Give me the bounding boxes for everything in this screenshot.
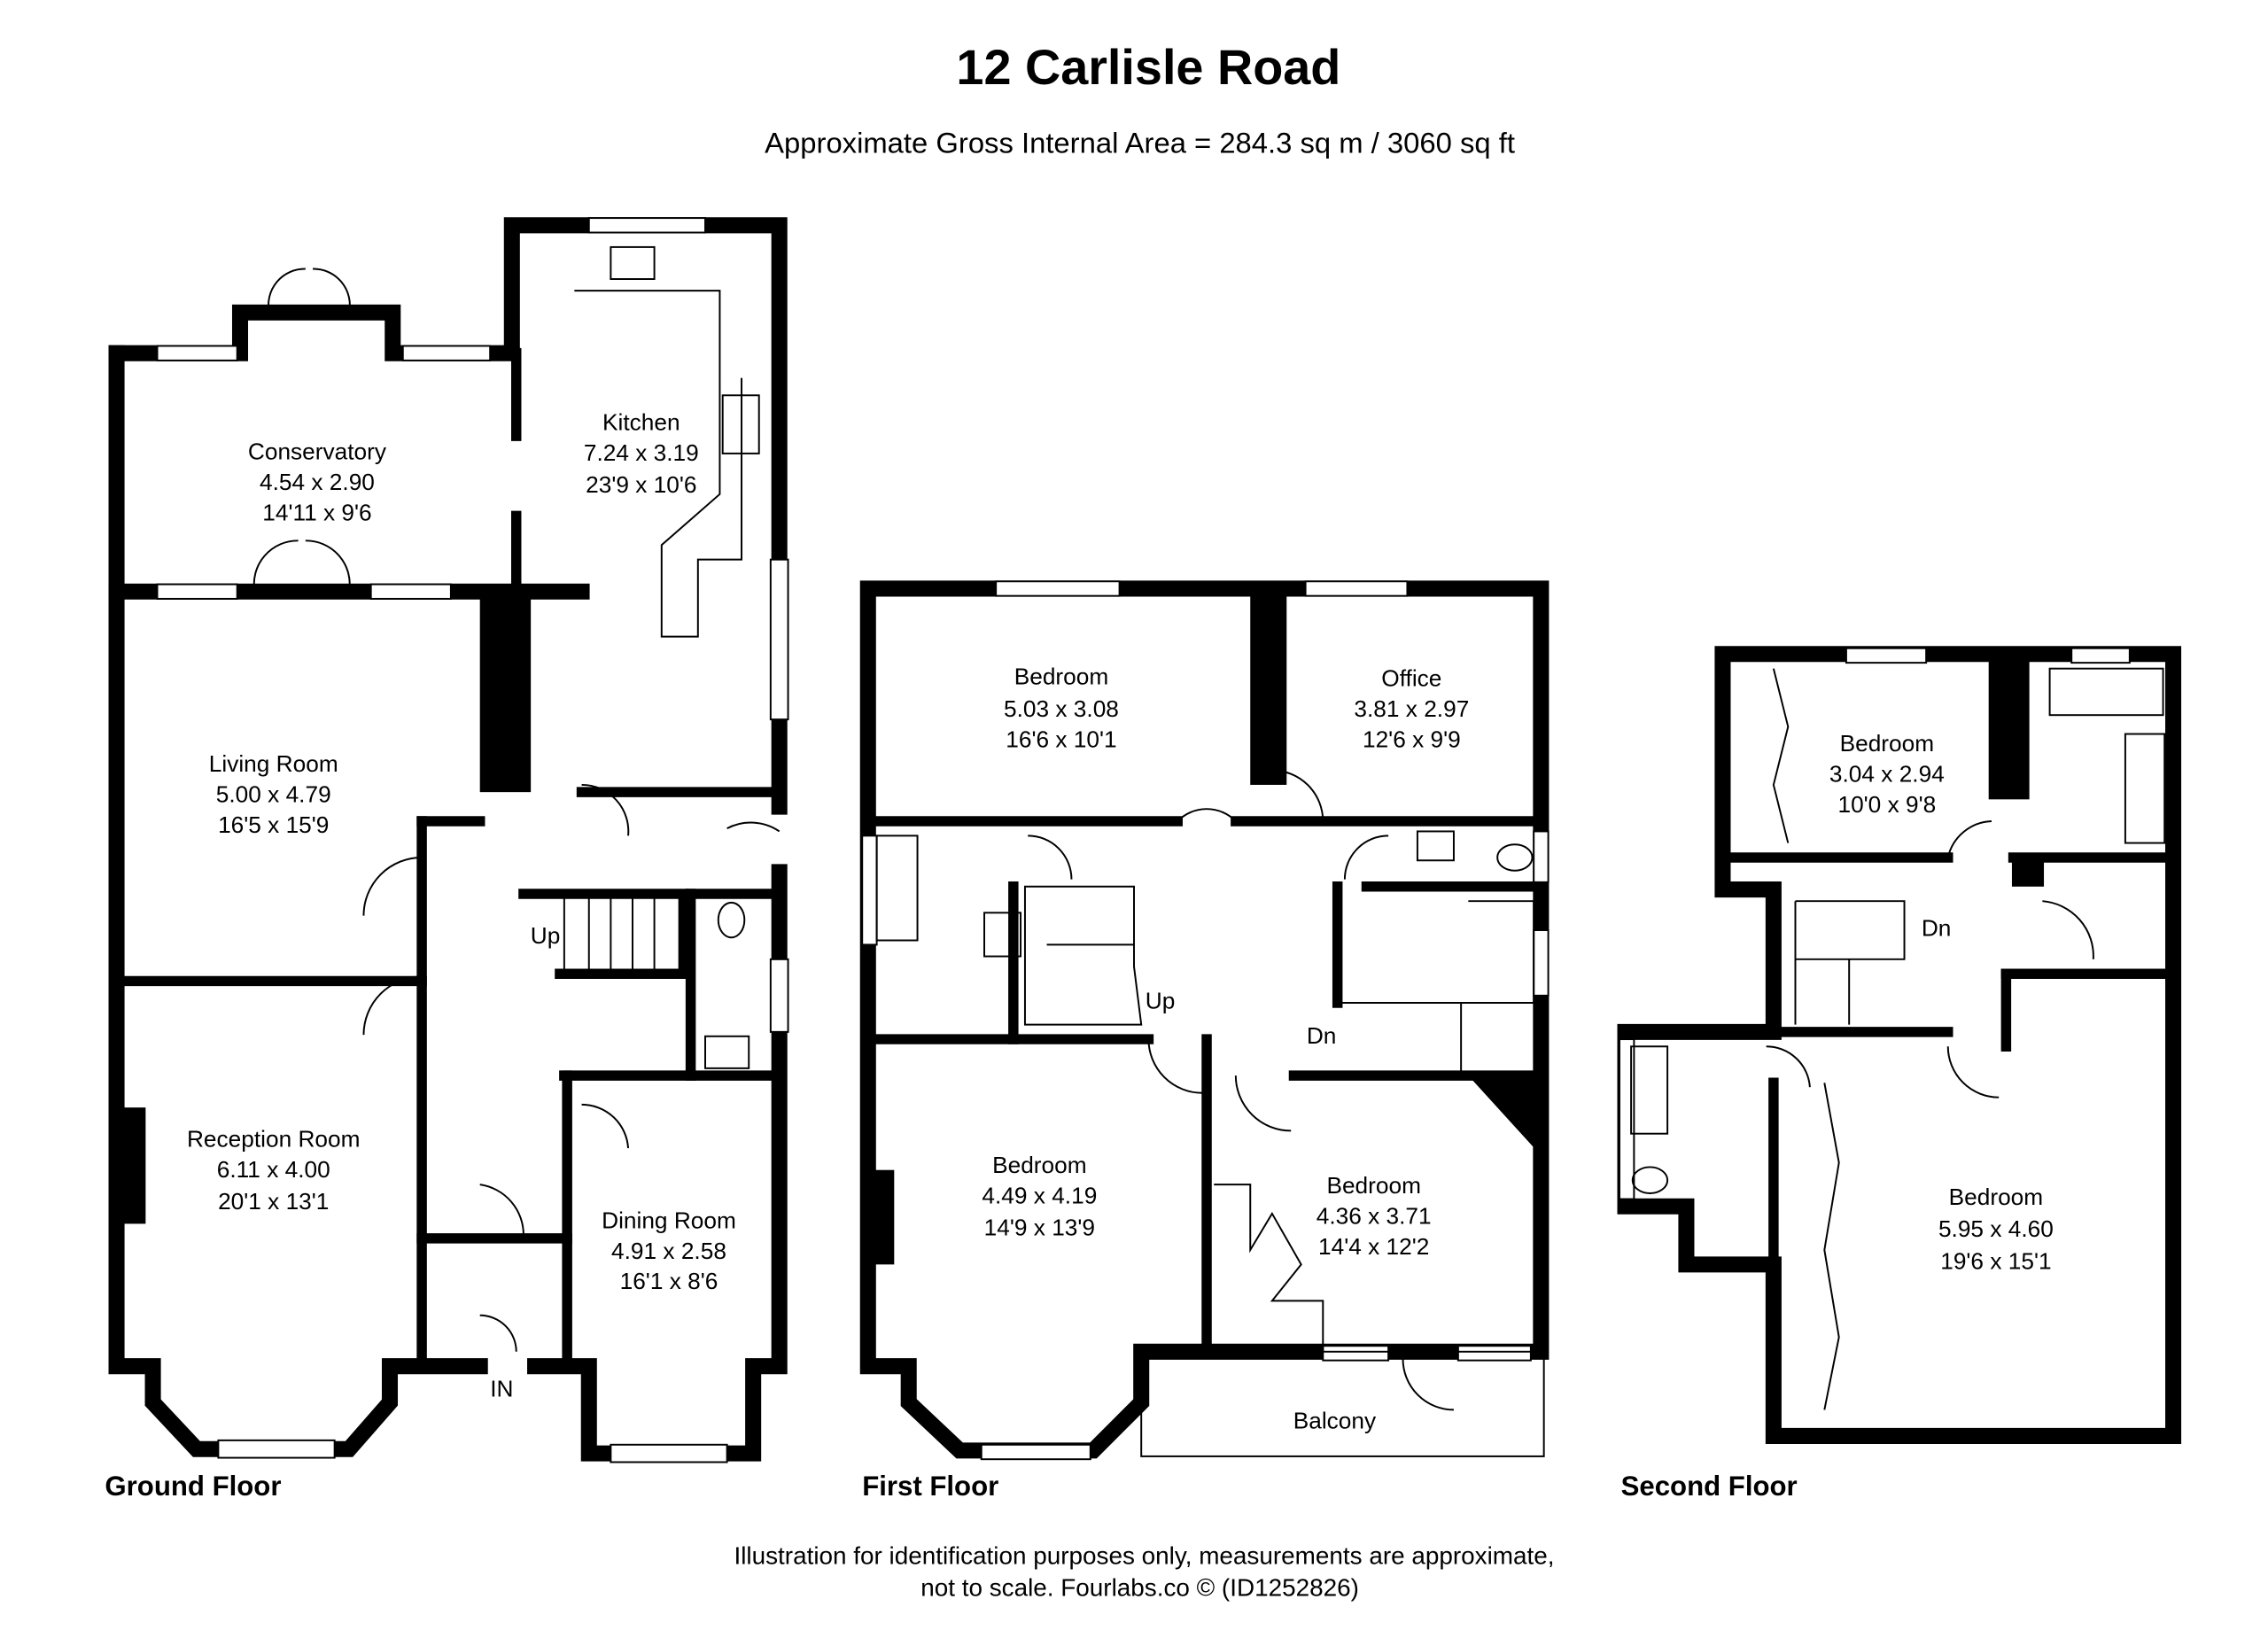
page-title: 12 Carlisle Road — [956, 40, 1340, 95]
svg-text:3.04 x 2.94: 3.04 x 2.94 — [1829, 761, 1945, 788]
ground-floor-label: Ground Floor — [105, 1471, 281, 1502]
room-dining-room: Dining Room 4.91 x 2.58 16'1 x 8'6 — [602, 1207, 736, 1294]
svg-text:Bedroom: Bedroom — [1840, 730, 1935, 757]
svg-text:Living Room: Living Room — [209, 750, 338, 777]
svg-text:16'6 x 10'1: 16'6 x 10'1 — [1006, 726, 1116, 752]
stairs-up-label: Up — [531, 922, 561, 949]
room-living-room: Living Room 5.00 x 4.79 16'5 x 15'9 — [209, 750, 338, 838]
svg-text:Reception Room: Reception Room — [187, 1125, 361, 1152]
first-floor-label: First Floor — [862, 1471, 998, 1502]
svg-text:5.00 x 4.79: 5.00 x 4.79 — [216, 781, 331, 808]
room-bedroom-3: Bedroom 4.36 x 3.71 14'4 x 12'2 — [1317, 1172, 1432, 1260]
room-bedroom-5: Bedroom 5.95 x 4.60 19'6 x 15'1 — [1938, 1184, 2054, 1274]
ground-outer-wall-right — [527, 864, 788, 1462]
ground-floor-plan: Conservatory 4.54 x 2.90 14'11 x 9'6 Kit… — [105, 217, 789, 1502]
room-office: Office 3.81 x 2.97 12'6 x 9'9 — [1354, 664, 1469, 752]
balcony-label: Balcony — [1293, 1408, 1377, 1434]
svg-text:19'6 x 15'1: 19'6 x 15'1 — [1940, 1247, 2051, 1274]
svg-text:14'9 x 13'9: 14'9 x 13'9 — [984, 1215, 1095, 1241]
second-floor-plan: Bedroom 3.04 x 2.94 10'0 x 9'8 Bedroom 5… — [1617, 646, 2182, 1502]
svg-text:Bedroom: Bedroom — [1326, 1172, 1421, 1199]
svg-text:23'9 x 10'6: 23'9 x 10'6 — [586, 471, 696, 498]
svg-text:4.49 x 4.19: 4.49 x 4.19 — [982, 1182, 1097, 1208]
svg-text:5.03 x 3.08: 5.03 x 3.08 — [1004, 695, 1119, 722]
svg-text:10'0 x 9'8: 10'0 x 9'8 — [1837, 791, 1936, 818]
svg-text:Dining Room: Dining Room — [602, 1207, 736, 1233]
room-conservatory: Conservatory 4.54 x 2.90 14'11 x 9'6 — [248, 438, 387, 525]
svg-text:14'11 x 9'6: 14'11 x 9'6 — [262, 499, 371, 525]
disclaimer-line-1: Illustration for identification purposes… — [734, 1541, 1554, 1569]
svg-text:Bedroom: Bedroom — [992, 1152, 1087, 1178]
svg-text:4.54 x 2.90: 4.54 x 2.90 — [260, 469, 375, 495]
svg-text:6.11 x 4.00: 6.11 x 4.00 — [217, 1156, 330, 1183]
second-floor-label: Second Floor — [1621, 1471, 1798, 1502]
kitchen-outer-wall — [108, 217, 788, 815]
stairs-down-label: Dn — [1307, 1022, 1337, 1049]
svg-text:Office: Office — [1381, 664, 1441, 691]
stairs-down-label: Dn — [1922, 915, 1952, 942]
stairs-up-label: Up — [1146, 988, 1176, 1014]
svg-text:16'1 x 8'6: 16'1 x 8'6 — [620, 1268, 718, 1294]
svg-text:Conservatory: Conservatory — [248, 438, 387, 464]
svg-text:14'4 x 12'2: 14'4 x 12'2 — [1318, 1233, 1429, 1260]
svg-text:Kitchen: Kitchen — [602, 409, 680, 436]
room-bedroom-4: Bedroom 3.04 x 2.94 10'0 x 9'8 — [1829, 730, 1945, 818]
svg-text:12'6 x 9'9: 12'6 x 9'9 — [1363, 726, 1461, 752]
room-kitchen: Kitchen 7.24 x 3.19 23'9 x 10'6 — [584, 409, 699, 499]
svg-text:16'5 x 15'9: 16'5 x 15'9 — [218, 811, 329, 838]
room-reception-room: Reception Room 6.11 x 4.00 20'1 x 13'1 — [187, 1125, 361, 1215]
svg-text:Bedroom: Bedroom — [1014, 664, 1109, 690]
svg-text:4.36 x 3.71: 4.36 x 3.71 — [1317, 1202, 1432, 1229]
svg-text:3.81 x 2.97: 3.81 x 2.97 — [1354, 695, 1469, 722]
first-floor-plan: Bedroom 5.03 x 3.08 16'6 x 10'1 Office 3… — [859, 580, 1550, 1502]
disclaimer-line-2: not to scale. Fourlabs.co © (ID1252826) — [920, 1573, 1359, 1601]
svg-text:4.91 x 2.58: 4.91 x 2.58 — [611, 1238, 726, 1264]
svg-text:7.24 x 3.19: 7.24 x 3.19 — [584, 439, 699, 466]
ground-outer-wall-left — [108, 345, 488, 1457]
entrance-label: IN — [490, 1376, 513, 1402]
svg-text:Bedroom: Bedroom — [1949, 1184, 2044, 1210]
area-subtitle: Approximate Gross Internal Area = 284.3 … — [765, 126, 1515, 159]
svg-text:5.95 x 4.60: 5.95 x 4.60 — [1938, 1215, 2054, 1242]
room-bedroom-1: Bedroom 5.03 x 3.08 16'6 x 10'1 — [1004, 664, 1119, 753]
room-bedroom-2: Bedroom 4.49 x 4.19 14'9 x 13'9 — [982, 1152, 1097, 1241]
svg-text:20'1 x 13'1: 20'1 x 13'1 — [218, 1188, 329, 1215]
